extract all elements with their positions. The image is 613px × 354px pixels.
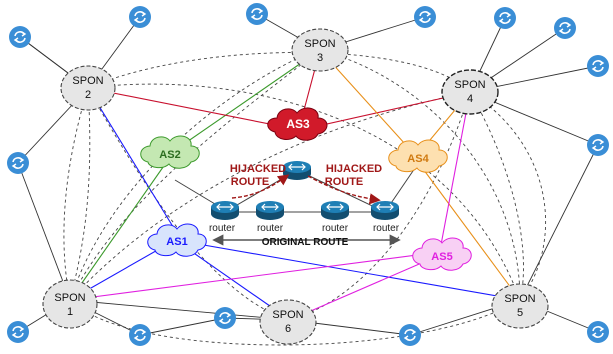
- as-cloud-as4: AS4: [388, 139, 448, 173]
- as1-label: AS1: [166, 236, 187, 248]
- svg-text:5: 5: [517, 307, 523, 319]
- as5-label: AS5: [431, 251, 452, 263]
- peer-icon: [245, 2, 269, 26]
- spon-node-3: SPON 3: [291, 28, 349, 72]
- peer-icon: [398, 323, 422, 347]
- router-1: [210, 200, 240, 221]
- as-cloud-as5: AS5: [412, 237, 472, 271]
- peer-icon: [6, 151, 30, 175]
- as-cloud-as2: AS2: [140, 135, 200, 169]
- peer-icon: [128, 323, 152, 347]
- peer-icon: [6, 320, 30, 344]
- router-4: [370, 200, 400, 221]
- router-3: [320, 200, 350, 221]
- peer-icon: [128, 5, 152, 29]
- original-route-label: ORIGINAL ROUTE: [262, 237, 349, 248]
- peer-icon: [586, 133, 610, 157]
- svg-text:3: 3: [317, 52, 323, 64]
- hijack-arrows: [231, 174, 381, 205]
- spon-node-2: SPON 2: [60, 65, 116, 111]
- hijacked-left-line2: ROUTE: [231, 176, 270, 188]
- svg-text:SPON: SPON: [54, 292, 85, 304]
- router-label-2: router: [257, 223, 284, 234]
- router-hijack: [282, 160, 312, 181]
- peer-icon: [8, 25, 32, 49]
- as3-label: AS3: [286, 117, 310, 131]
- svg-text:SPON: SPON: [72, 75, 103, 87]
- as4-label: AS4: [407, 153, 429, 165]
- svg-text:SPON: SPON: [454, 79, 485, 91]
- router-2: [255, 200, 285, 221]
- svg-text:2: 2: [85, 89, 91, 101]
- spon-node-5: SPON 5: [491, 283, 549, 329]
- hijacked-right-line2: ROUTE: [325, 176, 364, 188]
- peer-icon: [553, 16, 577, 40]
- spon-node-1: SPON 1: [42, 279, 98, 329]
- peer-icon: [213, 306, 237, 330]
- svg-text:SPON: SPON: [272, 309, 303, 321]
- router-label-1: router: [209, 223, 236, 234]
- as-cloud-as3: AS3: [267, 107, 328, 141]
- peer-icon: [413, 5, 437, 29]
- hijacked-right-line1: HIJACKED: [326, 163, 382, 175]
- as2-label: AS2: [159, 149, 180, 161]
- svg-text:1: 1: [67, 306, 73, 318]
- svg-text:4: 4: [467, 93, 473, 105]
- peer-icon: [586, 320, 610, 344]
- router-label-4: router: [373, 223, 400, 234]
- svg-text:SPON: SPON: [304, 38, 335, 50]
- svg-text:SPON: SPON: [504, 293, 535, 305]
- spon-node-4: SPON 4: [441, 69, 499, 115]
- peer-icon: [493, 6, 517, 30]
- hijacked-left-line1: HIJACKED: [230, 163, 286, 175]
- router-label-3: router: [322, 223, 349, 234]
- peer-icon: [586, 54, 610, 78]
- spon-node-6: SPON 6: [259, 299, 317, 345]
- as-cloud-as1: AS1: [147, 223, 207, 257]
- svg-text:6: 6: [285, 323, 291, 335]
